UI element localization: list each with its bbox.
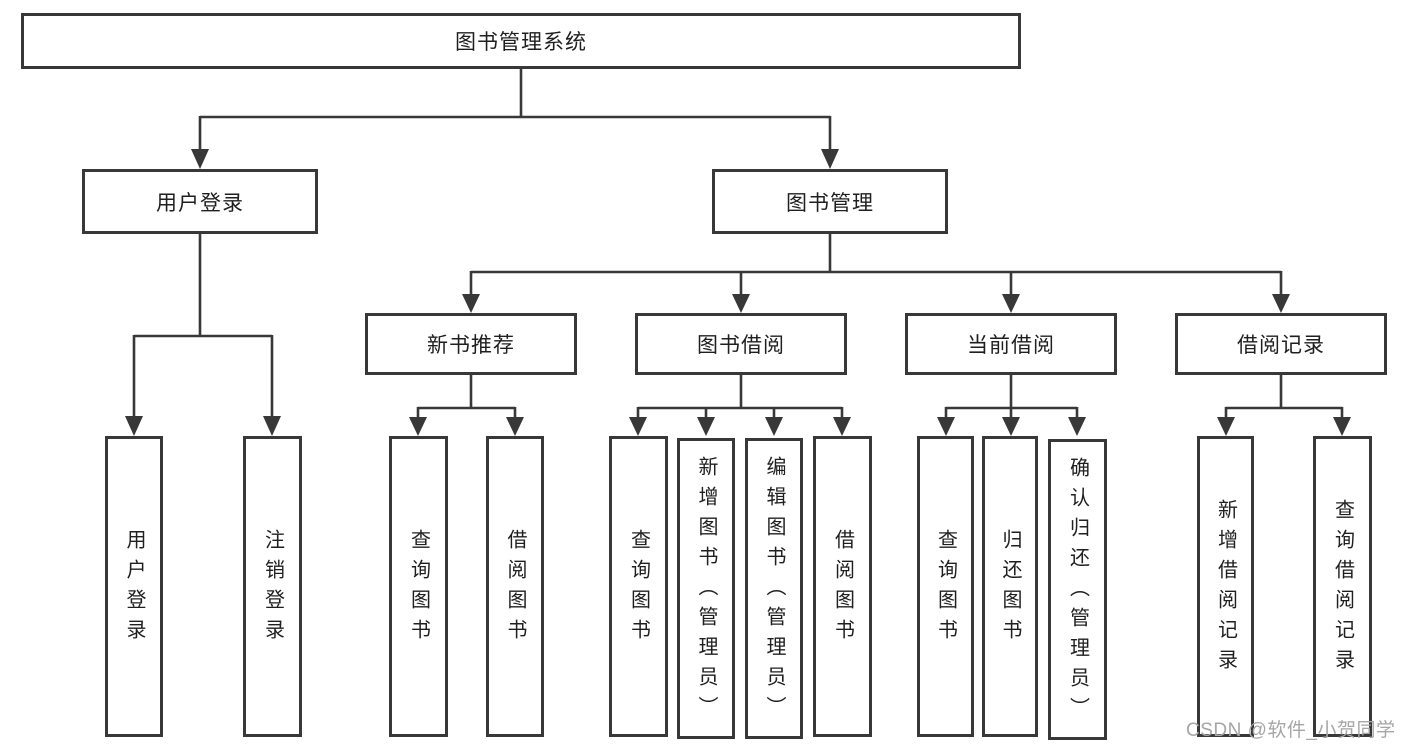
arrowhead-icon bbox=[1333, 417, 1351, 436]
leaf-query-books-recommend: 查询图书 bbox=[389, 436, 448, 737]
arrowhead-icon bbox=[629, 417, 647, 436]
connector-root-to-level2 bbox=[191, 69, 839, 169]
leaf-return-books: 归还图书 bbox=[982, 436, 1038, 737]
arrowhead-icon bbox=[732, 294, 750, 313]
leaf-borrow-books-recommend: 借阅图书 bbox=[486, 436, 544, 737]
arrowhead-icon bbox=[506, 417, 524, 436]
arrowhead-icon bbox=[1002, 294, 1020, 313]
arrowhead-icon bbox=[1002, 417, 1020, 436]
connector-book-borrow-to-leaves bbox=[629, 375, 851, 436]
connector-borrow-record-to-leaves bbox=[1217, 375, 1351, 436]
node-user-login: 用户登录 bbox=[82, 169, 318, 234]
arrowhead-icon bbox=[409, 417, 427, 436]
node-root-library-management-system: 图书管理系统 bbox=[21, 13, 1021, 69]
node-current-borrow: 当前借阅 bbox=[905, 313, 1117, 375]
arrowhead-icon bbox=[1217, 417, 1235, 436]
leaf-add-borrow-record: 新增借阅记录 bbox=[1197, 436, 1254, 737]
leaf-borrow-books: 借阅图书 bbox=[813, 436, 872, 737]
node-borrow-record: 借阅记录 bbox=[1175, 313, 1387, 375]
leaf-confirm-return-admin: 确认归还（管理员） bbox=[1048, 439, 1107, 740]
arrowhead-icon bbox=[937, 417, 955, 436]
connector-current-borrow-to-leaves bbox=[937, 375, 1086, 436]
arrowhead-icon bbox=[697, 417, 715, 436]
csdn-watermark: CSDN @软件_小贺同学 bbox=[1186, 720, 1396, 741]
arrowhead-icon bbox=[833, 417, 851, 436]
arrowhead-icon bbox=[1272, 294, 1290, 313]
arrowhead-icon bbox=[263, 416, 281, 436]
arrowhead-icon bbox=[125, 416, 143, 436]
node-book-borrow: 图书借阅 bbox=[635, 313, 847, 375]
leaf-query-books-borrow: 查询图书 bbox=[609, 436, 668, 737]
leaf-logout-login: 注销登录 bbox=[243, 436, 302, 737]
leaf-add-books-admin: 新增图书（管理员） bbox=[677, 438, 735, 739]
arrowhead-icon bbox=[821, 149, 839, 169]
arrowhead-icon bbox=[462, 294, 480, 313]
node-new-book-recommend: 新书推荐 bbox=[365, 313, 577, 375]
connector-book-management-to-level3 bbox=[462, 234, 1290, 313]
arrowhead-icon bbox=[191, 149, 209, 169]
leaf-edit-books-admin: 编辑图书（管理员） bbox=[745, 438, 803, 739]
arrowhead-icon bbox=[765, 417, 783, 436]
leaf-query-books-current: 查询图书 bbox=[917, 436, 974, 737]
node-book-management: 图书管理 bbox=[712, 169, 948, 234]
connector-user-login-to-leaves bbox=[125, 234, 281, 436]
leaf-query-borrow-record: 查询借阅记录 bbox=[1313, 436, 1372, 737]
leaf-user-login: 用户登录 bbox=[105, 436, 163, 737]
arrowhead-icon bbox=[1068, 417, 1086, 436]
connector-new-book-recommend-to-leaves bbox=[409, 375, 524, 436]
